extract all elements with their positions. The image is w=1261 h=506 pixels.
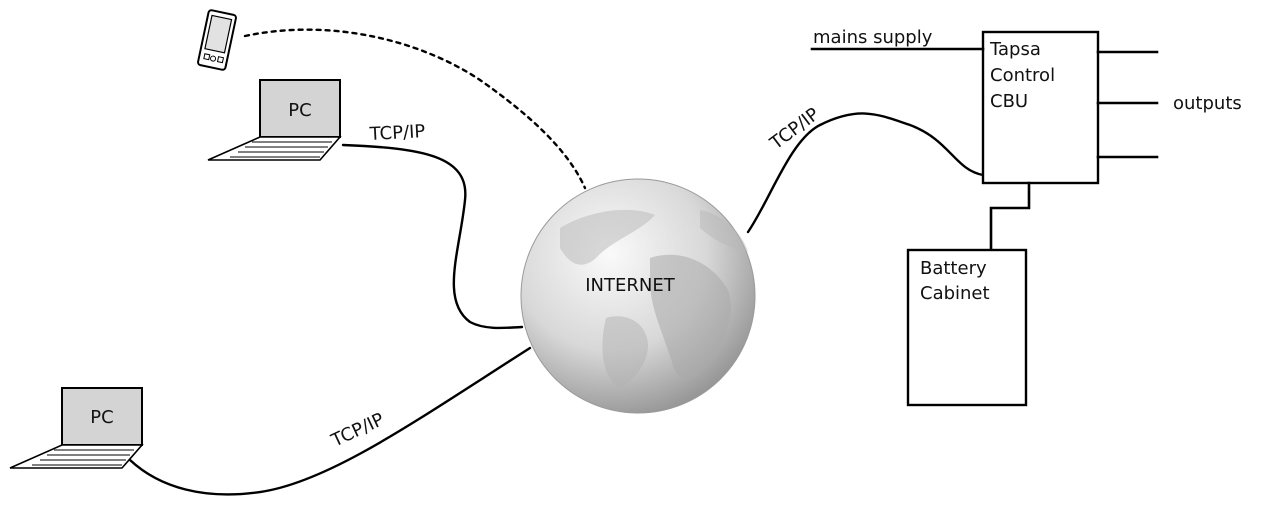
internet-label: INTERNET <box>585 275 675 296</box>
battery-label-line1: Battery <box>920 258 987 279</box>
laptop-icon[interactable] <box>9 387 144 469</box>
cable-cbu <box>746 112 985 234</box>
cbu-label-line2: Control <box>990 65 1055 86</box>
pc-top-keyboard <box>207 136 342 161</box>
battery-link-line <box>989 181 1031 252</box>
cbu-label-line3: CBU <box>990 91 1028 112</box>
wireless-link <box>243 28 587 190</box>
pc-top-label: PC <box>288 100 311 121</box>
globe-icon <box>520 178 756 414</box>
battery-label-line2: Cabinet <box>920 283 990 304</box>
pc-bottom-label: PC <box>90 407 113 428</box>
tcpip-label-top: TCP/IP <box>368 121 426 145</box>
tcpip-label-bottom: TCP/IP <box>327 409 387 452</box>
mains-supply-label: mains supply <box>813 27 933 48</box>
pc-top-screen <box>259 79 341 138</box>
cbu-box[interactable] <box>981 30 1100 185</box>
cable-top-pc <box>341 143 524 330</box>
cbu-label-line1: Tapsa <box>989 39 1041 60</box>
laptop-icon[interactable] <box>207 79 342 161</box>
cable-bottom-pc <box>128 346 532 496</box>
pc-bottom-keyboard <box>9 444 144 469</box>
pc-bottom-screen <box>61 387 143 446</box>
smartphone-icon[interactable] <box>197 9 237 71</box>
outputs-label: outputs <box>1173 93 1242 114</box>
battery-cabinet-box[interactable] <box>906 248 1028 407</box>
